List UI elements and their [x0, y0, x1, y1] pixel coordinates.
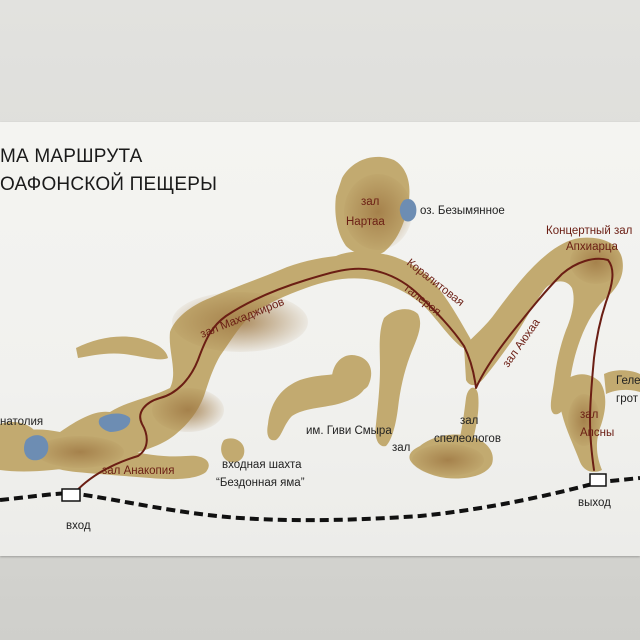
map-title-line-1: МА МАРШРУТА — [0, 146, 143, 167]
label-exit: выход — [578, 497, 611, 509]
label-gele-2: грот — [616, 393, 639, 405]
lake-bezymyannoe — [399, 198, 417, 222]
hall-shading — [36, 174, 622, 476]
label-speleo-2: спелеологов — [434, 433, 501, 445]
label-entrance: вход — [66, 520, 91, 532]
label-apsny-2: Апсны — [580, 427, 614, 439]
tourist-route — [71, 257, 614, 497]
label-shaft-1: входная шахта — [222, 459, 302, 471]
cave-shaft — [221, 438, 245, 463]
entrance-station-marker — [61, 488, 81, 502]
lakes — [24, 198, 417, 461]
cave-ayukhaa — [464, 237, 623, 415]
label-speleo-1: зал — [460, 415, 478, 427]
label-apsny-1: зал — [580, 409, 598, 421]
label-nartaa-2: Нартаа — [346, 216, 385, 228]
exit-station-marker — [589, 473, 607, 487]
label-concert-1: Концертный зал — [546, 225, 632, 237]
map-title-line-2: ОАФОНСКОЙ ПЕЩЕРЫ — [0, 174, 218, 195]
label-shaft-2: “Бездонная яма” — [216, 477, 305, 489]
lake-anatolia — [24, 435, 49, 461]
label-lake-bezymyannoe: оз. Безымянное — [420, 205, 505, 217]
label-zal-small: зал — [392, 442, 410, 454]
lake-left — [98, 413, 131, 432]
label-concert-2: Апхиарца — [566, 241, 618, 253]
railway-line — [0, 476, 640, 523]
label-nartaa-1: зал — [361, 196, 379, 208]
label-givi: им. Гиви Смыра — [306, 425, 392, 437]
cave-middle-south — [375, 309, 421, 447]
label-gele-1: Геле — [616, 375, 640, 387]
cave-left-arm — [76, 336, 168, 360]
label-anatolia: натолия — [0, 416, 43, 428]
cave-givi — [267, 370, 366, 441]
cave-gele — [604, 370, 640, 394]
cave-speleo-passage — [458, 387, 479, 446]
cave-givi-branch — [332, 354, 372, 392]
label-anakopia: зал Анакопия — [102, 465, 174, 477]
